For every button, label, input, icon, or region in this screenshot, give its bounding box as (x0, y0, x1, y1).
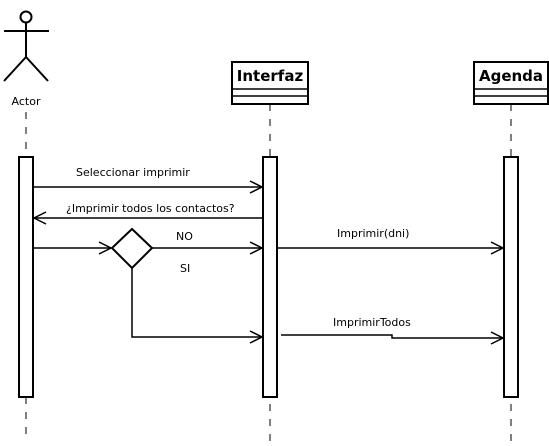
interfaz-title: Interfaz (237, 67, 304, 85)
message-imprimir-dni (277, 241, 505, 255)
arrowhead-open (249, 241, 264, 255)
actor-figure (3, 10, 49, 82)
message-to-decision (33, 241, 113, 255)
arrowhead-open (490, 241, 505, 255)
decision-no-branch (152, 241, 264, 255)
arrowhead-open (249, 180, 264, 194)
arrowhead-open (490, 331, 505, 345)
actor-label: Actor (12, 95, 41, 108)
message-imprimir-todos-label: ImprimirTodos (333, 316, 411, 329)
message-imprimir-todos (281, 331, 505, 345)
actor-right-leg (25, 56, 49, 82)
decision-diamond (110, 227, 154, 270)
agenda-box: Agenda (473, 61, 549, 105)
arrowhead-open (249, 330, 264, 344)
decision-si-branch (131, 268, 264, 344)
agenda-title: Agenda (479, 67, 543, 85)
decision-no-label: NO (176, 230, 193, 243)
actor-head (19, 10, 33, 24)
interfaz-activation (262, 156, 278, 398)
interfaz-box: Interfaz (231, 61, 309, 105)
message-imprimir-dni-label: Imprimir(dni) (337, 227, 409, 240)
actor-activation (18, 156, 34, 398)
agenda-activation (503, 156, 519, 398)
message-seleccionar-label: Seleccionar imprimir (76, 166, 190, 179)
message-seleccionar (33, 180, 264, 194)
message-pregunta (32, 211, 263, 225)
arrowhead-open (32, 211, 47, 225)
actor-left-leg (3, 56, 27, 82)
decision-si-label: SI (180, 262, 190, 275)
message-pregunta-label: ¿Imprimir todos los contactos? (66, 202, 235, 215)
